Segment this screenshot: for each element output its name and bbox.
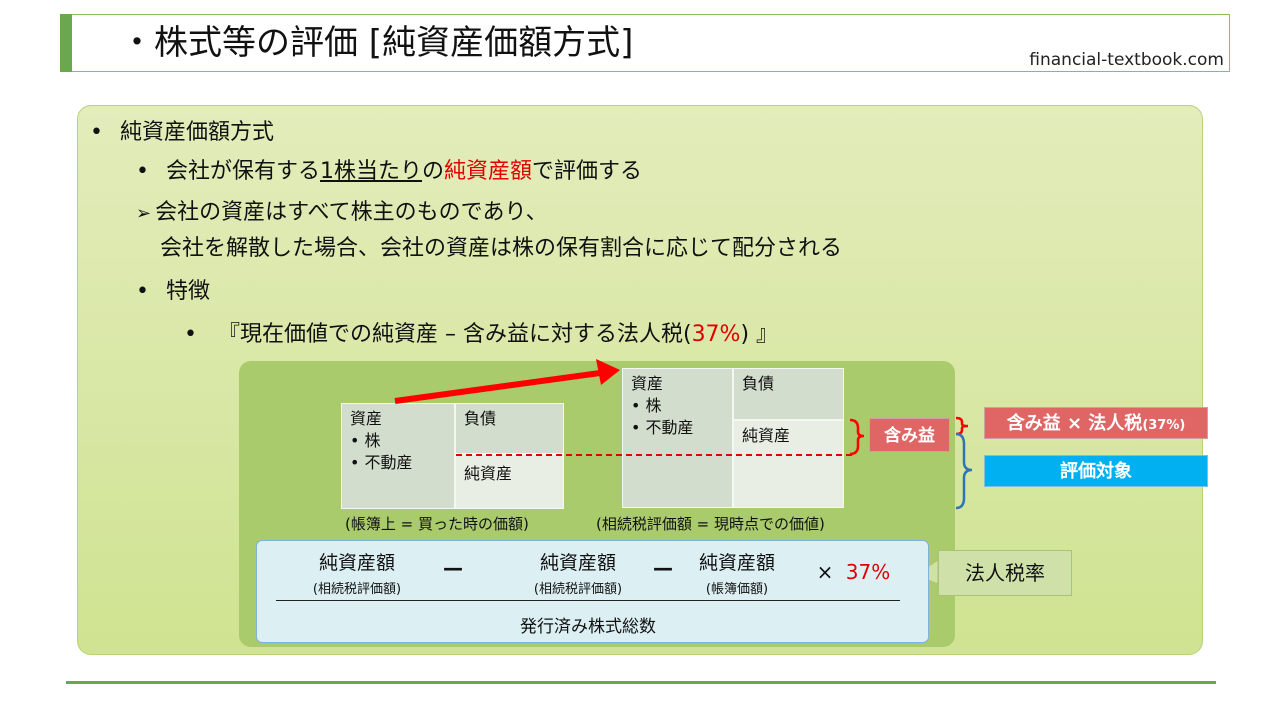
- formula-term2-sub: (相続税評価額): [533, 582, 623, 597]
- value-growth-arrow-icon: [394, 359, 620, 404]
- formula-term1-sub: (相続税評価額): [312, 582, 402, 597]
- arrow-point-line1: ➢会社の資産はすべて株主のものであり、: [136, 194, 548, 226]
- asset-item: • 株: [631, 396, 662, 415]
- tax-on-gain-tag: 含み益 × 法人税(37%): [984, 407, 1208, 439]
- tax-on-gain-label: 含み益 × 法人税: [1006, 413, 1143, 434]
- per-share-underlined: 1株当たり: [320, 159, 422, 184]
- bullet-dot: •: [136, 279, 149, 304]
- bullet-formula-summary: • 『現在価値での純資産 – 含み益に対する法人税(37%) 』: [184, 316, 778, 348]
- summary-text-pre: 『現在価値での純資産 – 含み益に対する法人税(: [217, 322, 692, 347]
- formula-minus-2: —: [653, 556, 673, 580]
- net-asset-amount-highlight: 純資産額: [444, 159, 533, 184]
- tax-on-gain-rate: (37%): [1142, 418, 1186, 433]
- asset-item: • 不動産: [631, 418, 694, 437]
- summary-text-post: ) 』: [740, 322, 779, 347]
- arrow-text: 会社の資産はすべて株主のものであり、: [155, 200, 548, 225]
- evaluation-target-tag: 評価対象: [984, 455, 1208, 487]
- target-blue-brace-icon: [955, 432, 973, 510]
- bullet-dot: •: [90, 120, 103, 145]
- assets-title: 資産: [350, 409, 383, 428]
- left-sheet-assets: 資産 • 株 • 不動産: [341, 403, 455, 509]
- page-title: ・株式等の評価 [純資産価額方式]: [120, 23, 634, 63]
- summary-tax-rate: 37%: [691, 322, 741, 347]
- arrow-point-line2: 会社を解散した場合、会社の資産は株の保有割合に応じて配分される: [160, 236, 843, 261]
- formula-term3-sub: (帳簿価額): [705, 582, 769, 597]
- right-sheet-caption: (相続税評価額 = 現時点での価値): [596, 515, 825, 533]
- bullet-text: 特徴: [165, 279, 210, 304]
- arrow-bullet-icon: ➢: [136, 203, 152, 224]
- formula-box: [256, 540, 929, 643]
- bullet-text-mid: の: [422, 159, 445, 184]
- bullet-dot: •: [136, 159, 149, 184]
- right-sheet-net-assets: 純資産: [733, 420, 844, 508]
- formula-denominator: 発行済み株式総数: [520, 617, 656, 637]
- bullet-text-pre: 会社が保有する: [165, 159, 320, 184]
- bullet-text: 純資産価額方式: [119, 120, 274, 145]
- formula-term1-main: 純資産額: [318, 552, 395, 574]
- tax-rate-callout: 法人税率: [938, 550, 1072, 596]
- assets-title: 資産: [631, 374, 664, 393]
- bullet-dot: •: [184, 322, 197, 347]
- book-value-dashed-line: [456, 454, 852, 456]
- formula-minus-1: —: [443, 556, 463, 580]
- header-accent-bar: [60, 14, 72, 72]
- asset-item: • 株: [350, 431, 381, 450]
- formula-times: ×: [816, 560, 834, 584]
- asset-item: • 不動産: [350, 453, 413, 472]
- gain-red-brace-icon: [849, 418, 865, 456]
- formula-term3-main: 純資産額: [698, 552, 775, 574]
- footer-line: [66, 681, 1216, 684]
- right-sheet-liabilities: 負債: [733, 368, 844, 420]
- unrealized-gain-tag: 含み益: [869, 418, 950, 452]
- formula-fraction-bar: [276, 600, 900, 601]
- formula-term2-main: 純資産額: [539, 552, 616, 574]
- bullet-net-asset-method: • 純資産価額方式: [90, 114, 274, 146]
- bullet-features: • 特徴: [136, 273, 210, 305]
- bullet-per-share: • 会社が保有する1株当たりの純資産額で評価する: [136, 153, 642, 185]
- right-sheet-assets: 資産 • 株 • 不動産: [622, 368, 733, 508]
- left-sheet-caption: (帳簿上 = 買った時の価額): [345, 515, 529, 533]
- bullet-text-post: で評価する: [532, 159, 643, 184]
- site-label: financial-textbook.com: [1029, 50, 1224, 70]
- formula-rate: 37%: [845, 560, 891, 584]
- left-sheet-liabilities: 負債: [455, 403, 564, 454]
- gain-small-red-brace-icon: [955, 416, 969, 436]
